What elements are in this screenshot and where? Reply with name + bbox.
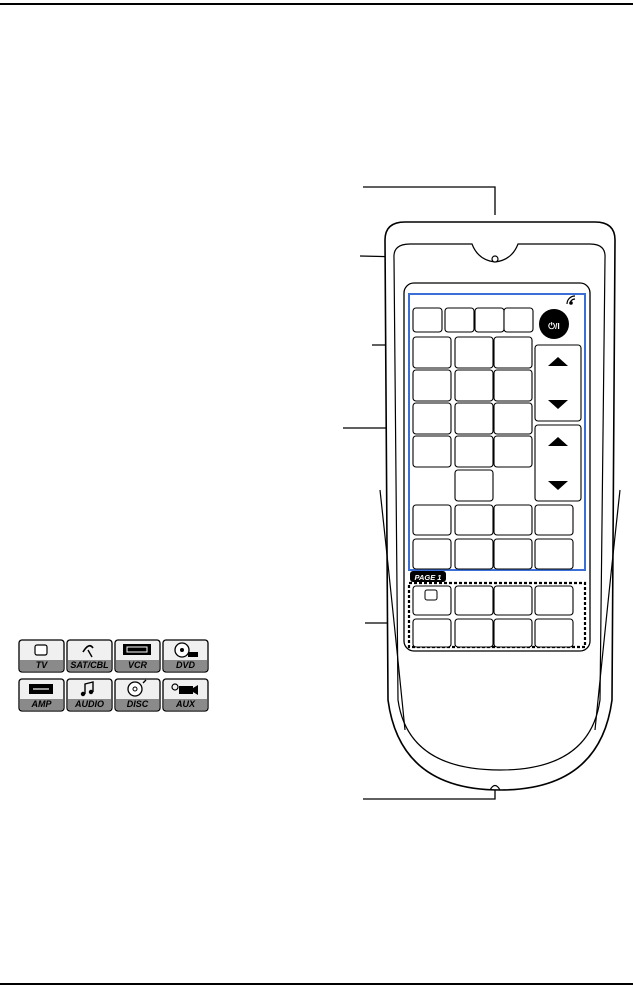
tv-icon [34, 644, 48, 656]
legend-tile-tv-band [20, 660, 63, 671]
key-8[interactable] [454, 402, 494, 435]
tv-icon [424, 589, 438, 601]
key-enter[interactable] [493, 435, 533, 468]
legend-label-dvd: DVD [176, 660, 196, 670]
camcorder-icon [171, 683, 198, 695]
blue-panel-outline [408, 293, 586, 571]
delete-button[interactable] [444, 307, 475, 333]
pip-button[interactable] [454, 504, 494, 536]
legend-tile-dvd-band [164, 660, 207, 671]
key-7[interactable] [412, 402, 452, 435]
remote-side-groove-right [594, 489, 621, 731]
key-6[interactable] [493, 369, 533, 402]
device-amp-button[interactable] [412, 618, 452, 648]
key-4[interactable] [412, 369, 452, 402]
page-label: PAGE 1 [415, 573, 442, 582]
legend-tile-aux-band [164, 699, 207, 710]
channel-down-icon[interactable] [548, 481, 568, 490]
legend-tile-vcr-band [116, 660, 159, 671]
mute-button[interactable] [534, 504, 574, 536]
device-aux-button[interactable] [534, 618, 574, 648]
legend-label-aux: AUX [175, 699, 196, 709]
legend-label-vcr: VCR [128, 660, 148, 670]
legend-label-disc: DISC [127, 699, 149, 709]
bottom-rule [0, 983, 633, 985]
legend-label-sat-cbl: SAT/CBL [70, 660, 108, 670]
ir-led [491, 255, 499, 263]
keypad: CODEDELETEMACROSETUP⏻/I123456789+1000ENT… [410, 307, 582, 648]
callout-line-top [363, 186, 496, 215]
volume-up-icon[interactable] [548, 357, 568, 366]
amp-icon [29, 684, 53, 694]
legend-tile-sat-cbl-band [68, 660, 111, 671]
key-2[interactable] [454, 336, 494, 369]
satellite-dish-icon [82, 644, 94, 658]
key-5[interactable] [454, 369, 494, 402]
device-icon-legend: TV SAT/CBL VCR DVD AMP AUDIO DISC AUX [18, 639, 209, 712]
device-vcr-button[interactable] [493, 585, 533, 616]
jump-button[interactable] [534, 538, 574, 570]
disc-icon [127, 679, 147, 697]
top-rule [0, 3, 633, 5]
legend-tile-audio-band [68, 699, 111, 710]
key-100[interactable] [412, 435, 452, 468]
tvvideo-button[interactable] [454, 469, 494, 502]
device-disc-button[interactable] [493, 618, 533, 648]
device-audio-button[interactable] [454, 618, 494, 648]
music-note-icon [80, 681, 94, 697]
macro-button[interactable] [474, 307, 505, 333]
key-9[interactable] [493, 402, 533, 435]
legend-label-amp: AMP [31, 699, 53, 709]
power-label: ⏻/I [548, 321, 559, 331]
vcr-tape-icon [123, 644, 151, 655]
signal-icon [566, 295, 576, 305]
device-dvd-button[interactable] [534, 585, 574, 616]
sleep-button[interactable] [493, 538, 533, 570]
legend-tile-amp-band [20, 699, 63, 710]
page-tab[interactable] [410, 571, 446, 582]
mts-button[interactable] [454, 538, 494, 570]
remote-side-groove-left [379, 489, 406, 731]
display-button[interactable] [412, 538, 452, 570]
volume-down-icon[interactable] [548, 400, 568, 409]
legend-label-tv: TV [36, 660, 48, 670]
bottom-notch [489, 784, 501, 791]
code-button[interactable] [412, 307, 443, 333]
power-button[interactable] [539, 309, 569, 339]
setup-button[interactable] [503, 307, 534, 333]
device-sat-cbl-button[interactable] [454, 585, 494, 616]
channel-rocker[interactable] [534, 424, 582, 502]
legend-tile-disc-band [116, 699, 159, 710]
volume-rocker[interactable] [534, 344, 582, 422]
swap-button[interactable] [412, 504, 452, 536]
key-3[interactable] [493, 336, 533, 369]
key-1[interactable] [412, 336, 452, 369]
key-0[interactable] [454, 435, 494, 468]
freeze-button[interactable] [493, 504, 533, 536]
dvd-disc-icon [174, 642, 198, 658]
legend-label-audio: AUDIO [74, 699, 104, 709]
channel-up-icon[interactable] [548, 437, 568, 446]
